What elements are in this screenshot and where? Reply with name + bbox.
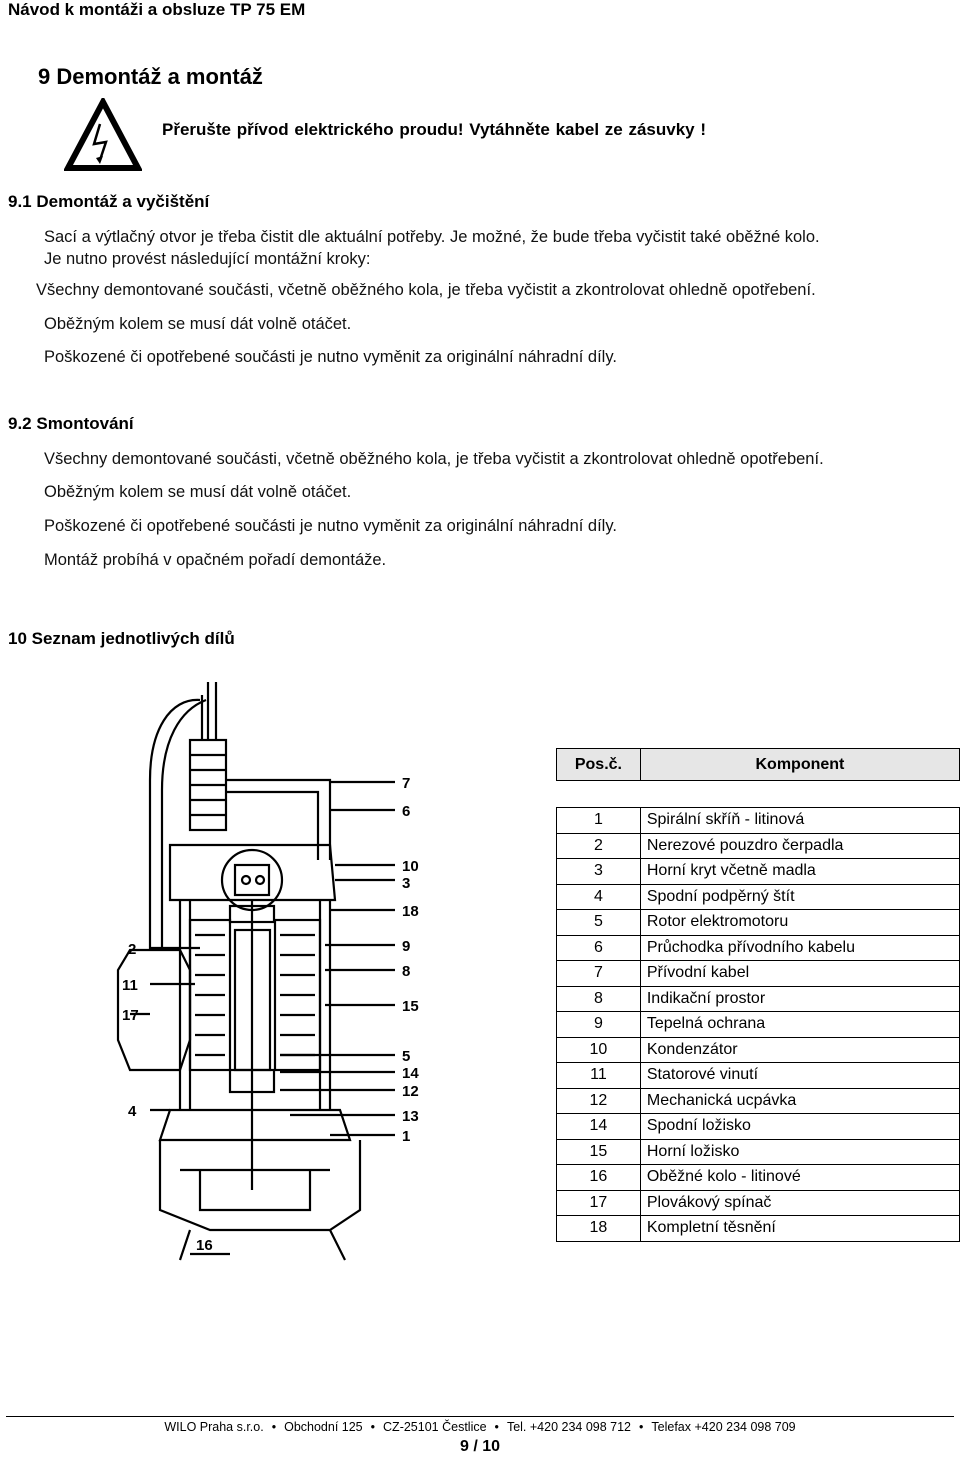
section-9-1-heading: 9.1 Demontáž a vyčištění [8, 192, 210, 211]
footer-phone: Tel. +420 234 098 712 [506, 1420, 632, 1434]
component-cell: Přívodní kabel [639, 960, 960, 987]
callout-15: 15 [402, 998, 419, 1015]
component-cell: Spodní ložisko [639, 1113, 960, 1140]
footer-divider [6, 1416, 954, 1417]
pos-cell: 17 [556, 1189, 641, 1216]
component-cell: Rotor elektromotoru [639, 909, 960, 936]
pos-cell: 12 [556, 1087, 641, 1114]
footer-company: WILO Praha s.r.o. [164, 1420, 264, 1434]
paragraph: Všechny demontované součásti, včetně obě… [36, 281, 816, 299]
footer-city: CZ-25101 Čestlice [383, 1420, 487, 1434]
paragraph: Poškozené či opotřebené součásti je nutn… [44, 348, 617, 366]
callout-9: 9 [402, 938, 410, 955]
callout-3: 3 [402, 875, 410, 892]
component-cell: Horní ložisko [639, 1138, 960, 1165]
callout-5: 5 [402, 1048, 410, 1065]
component-cell: Tepelná ochrana [639, 1011, 960, 1038]
pos-cell: 6 [556, 934, 641, 961]
footer-fax: Telefax +420 234 098 709 [651, 1420, 796, 1434]
pos-cell: 4 [556, 883, 641, 910]
component-cell: Oběžné kolo - litinové [639, 1164, 960, 1191]
pos-cell: 8 [556, 985, 641, 1012]
pos-cell: 5 [556, 909, 641, 936]
component-cell: Nerezové pouzdro čerpadla [639, 832, 960, 859]
component-cell: Mechanická ucpávka [639, 1087, 960, 1114]
callout-17: 17 [122, 1007, 139, 1024]
component-cell: Statorové vinutí [639, 1062, 960, 1089]
section-10-heading: 10 Seznam jednotlivých dílů [8, 629, 235, 648]
callout-4: 4 [128, 1103, 137, 1120]
callout-13: 13 [402, 1108, 419, 1125]
column-header-pos: Pos.č. [556, 748, 641, 781]
pos-cell: 10 [556, 1036, 641, 1063]
pos-cell: 1 [556, 807, 641, 834]
paragraph: Je nutno provést následující montážní kr… [44, 250, 371, 268]
pos-cell: 3 [556, 858, 641, 885]
callout-14: 14 [402, 1065, 419, 1082]
page-number: 9 / 10 [459, 1438, 501, 1455]
callout-18: 18 [402, 903, 419, 920]
document-title: Návod k montáži a obsluze TP 75 EM [8, 0, 306, 19]
component-cell: Kompletní těsnění [639, 1215, 960, 1242]
table-header-row: Pos.č. Komponent [556, 748, 960, 781]
pos-cell: 14 [556, 1113, 641, 1140]
footer-street: Obchodní 125 [284, 1420, 363, 1434]
pos-cell: 15 [556, 1138, 641, 1165]
callout-12: 12 [402, 1083, 419, 1100]
component-cell: Průchodka přívodního kabelu [639, 934, 960, 961]
callout-7: 7 [402, 775, 410, 792]
footer: WILO Praha s.r.o.•Obchodní 125•CZ-25101 … [164, 1420, 796, 1434]
section-9-heading: 9 Demontáž a montáž [38, 64, 263, 89]
callout-10: 10 [402, 858, 419, 875]
paragraph: Poškozené či opotřebené součásti je nutn… [44, 517, 617, 535]
pos-cell: 7 [556, 960, 641, 987]
callout-2: 2 [128, 941, 136, 958]
callout-11: 11 [122, 977, 138, 994]
callout-1: 1 [402, 1128, 410, 1145]
pos-cell: 9 [556, 1011, 641, 1038]
component-cell: Horní kryt včetně madla [639, 858, 960, 885]
callout-8: 8 [402, 963, 410, 980]
column-header-component: Komponent [639, 748, 960, 781]
callout-6: 6 [402, 803, 410, 820]
paragraph: Sací a výtlačný otvor je třeba čistit dl… [44, 228, 820, 246]
component-cell: Spirální skříň - litinová [639, 807, 960, 834]
component-cell: Indikační prostor [639, 985, 960, 1012]
paragraph: Montáž probíhá v opačném pořadí demontáž… [44, 551, 387, 569]
section-9-2-heading: 9.2 Smontování [8, 414, 134, 433]
paragraph: Oběžným kolem se musí dát volně otáčet. [44, 315, 352, 333]
high-voltage-warning-icon [64, 98, 142, 171]
pump-cross-section-diagram: 7 6 10 3 18 9 8 15 5 14 12 13 1 2 11 17 … [116, 682, 419, 1261]
paragraph: Oběžným kolem se musí dát volně otáčet. [44, 483, 352, 501]
component-cell: Kondenzátor [639, 1036, 960, 1063]
component-cell: Spodní podpěrný štít [639, 883, 960, 910]
pos-cell: 2 [556, 832, 641, 859]
callout-16: 16 [196, 1237, 213, 1254]
component-cell: Plovákový spínač [639, 1189, 960, 1216]
pos-cell: 18 [556, 1215, 641, 1242]
pos-cell: 11 [556, 1062, 641, 1089]
power-warning-text: Přerušte přívod elektrického proudu! Vyt… [162, 120, 706, 139]
paragraph: Všechny demontované součásti, včetně obě… [44, 450, 824, 468]
pos-cell: 16 [556, 1164, 641, 1191]
